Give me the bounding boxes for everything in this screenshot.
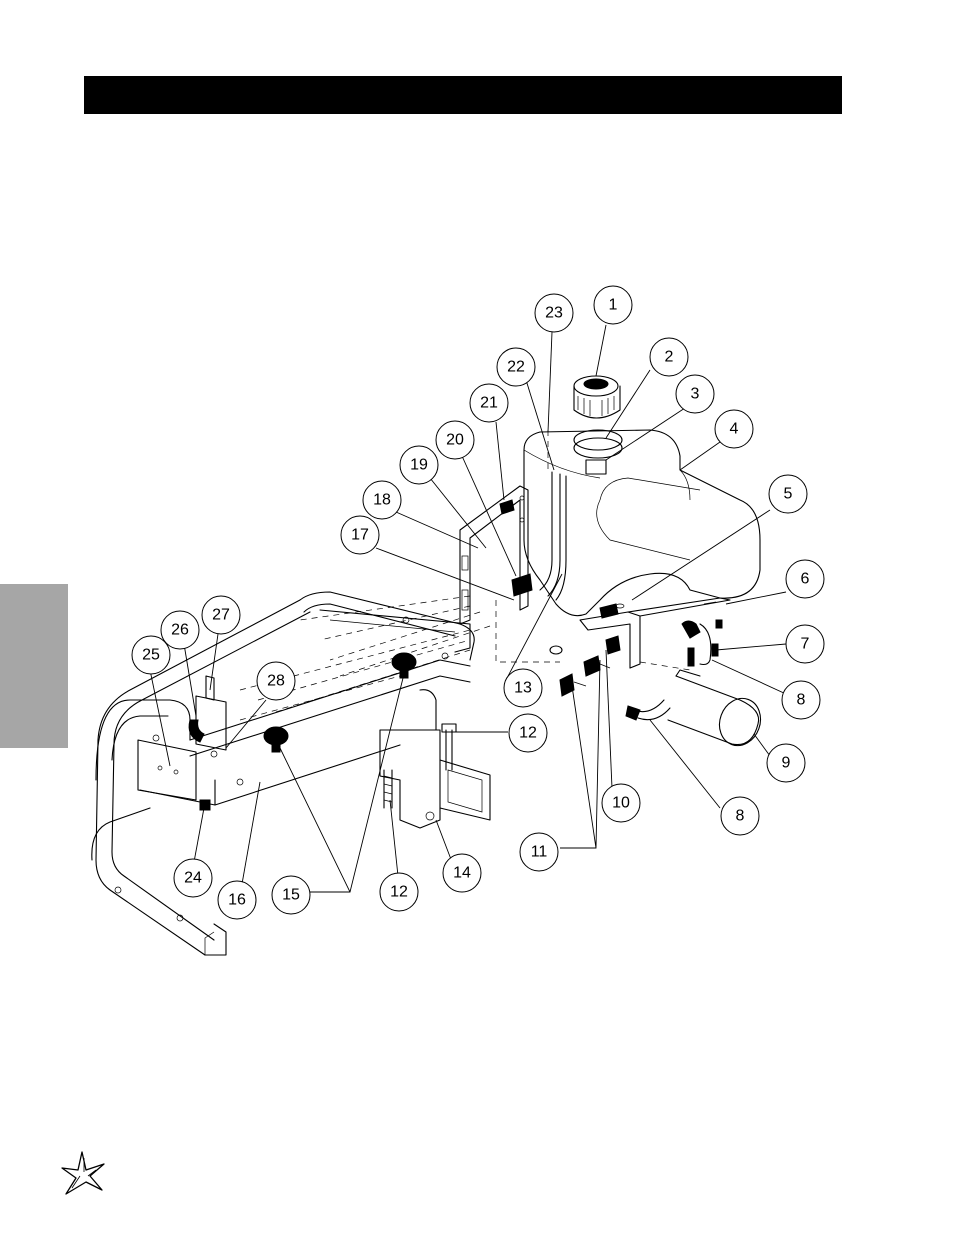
frame-assembly [91, 591, 491, 956]
callout-label: 12 [390, 884, 408, 901]
callout-label: 12 [519, 725, 537, 742]
callout-label: 28 [267, 673, 285, 690]
callout-17: 17 [340, 515, 380, 555]
callout-label: 15 [282, 887, 300, 904]
callout-12-upper: 12 [508, 713, 548, 753]
callout-label: 11 [531, 844, 548, 861]
callout-label: 9 [782, 755, 791, 772]
callout-10: 10 [601, 783, 641, 823]
star-burst-logo-icon [61, 1151, 105, 1195]
leader-lines [149, 324, 787, 893]
callout-label: 17 [351, 527, 369, 544]
callout-11: 11 [519, 832, 559, 872]
callout-24: 24 [173, 858, 213, 898]
callout-7: 7 [785, 624, 825, 664]
callout-23: 23 [534, 293, 574, 333]
callout-15: 15 [271, 875, 311, 915]
callout-label: 21 [480, 395, 498, 412]
callout-16: 16 [217, 880, 257, 920]
callout-label: 10 [612, 795, 630, 812]
callout-26: 26 [160, 610, 200, 650]
callout-14: 14 [442, 853, 482, 893]
callout-label: 8 [797, 692, 806, 709]
callout-19: 19 [399, 445, 439, 485]
callout-8-upper: 8 [781, 680, 821, 720]
callout-18: 18 [362, 480, 402, 520]
callout-label: 20 [446, 432, 464, 449]
callout-label: 8 [736, 808, 745, 825]
callout-label: 4 [730, 421, 739, 438]
callout-label: 14 [453, 865, 471, 882]
callout-label: 19 [410, 457, 428, 474]
callout-20: 20 [435, 420, 475, 460]
callout-8-lower: 8 [720, 796, 760, 836]
section-header-bar [84, 76, 842, 114]
callout-27: 27 [201, 595, 241, 635]
tank-assembly [299, 375, 762, 747]
callout-28: 28 [256, 661, 296, 701]
callout-5: 5 [768, 474, 808, 514]
callout-label: 5 [784, 486, 793, 503]
callout-label: 24 [184, 870, 202, 887]
callout-3: 3 [675, 374, 715, 414]
callout-label: 16 [228, 892, 246, 909]
callout-label: 3 [691, 386, 700, 403]
callout-label: 27 [212, 607, 230, 624]
callout-label: 18 [373, 492, 391, 509]
callout-label: 26 [171, 622, 189, 639]
callout-label: 1 [609, 297, 618, 314]
callout-label: 13 [514, 680, 532, 697]
callout-label: 23 [545, 305, 563, 322]
callout-1: 1 [593, 285, 633, 325]
callout-label: 22 [507, 359, 525, 376]
callout-12-lower: 12 [379, 872, 419, 912]
callout-4: 4 [714, 409, 754, 449]
callout-22: 22 [496, 347, 536, 387]
callout-6: 6 [785, 559, 825, 599]
callout-label: 7 [801, 636, 810, 653]
callout-9: 9 [766, 743, 806, 783]
callout-13: 13 [503, 668, 543, 708]
callout-21: 21 [469, 383, 509, 423]
callout-2: 2 [649, 337, 689, 377]
callout-label: 6 [801, 571, 810, 588]
callout-25: 25 [131, 635, 171, 675]
callout-label: 25 [142, 647, 160, 664]
callout-label: 2 [665, 349, 674, 366]
chapter-side-tab [0, 584, 68, 748]
